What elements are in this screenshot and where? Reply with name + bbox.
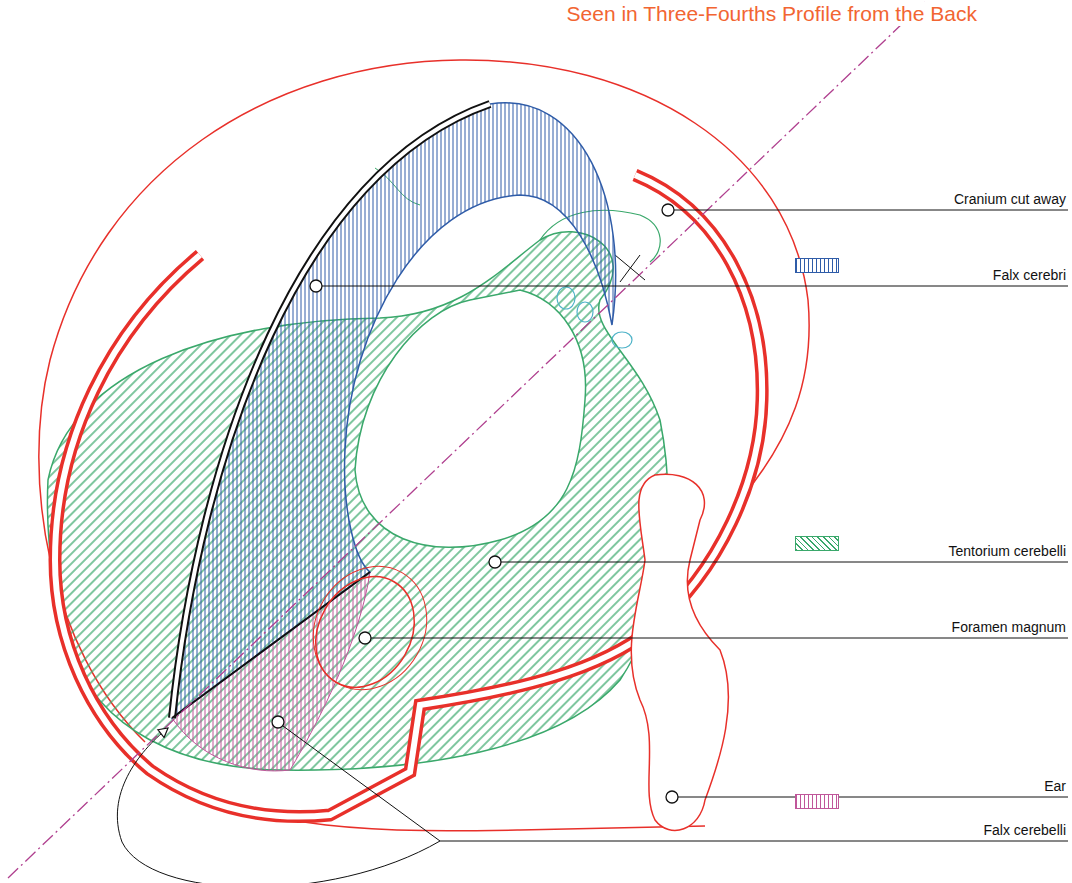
callout-dot bbox=[666, 791, 678, 803]
falx-superior-edge bbox=[172, 104, 490, 718]
part-label: Cranium cut away bbox=[954, 191, 1066, 207]
tentorium-edge bbox=[70, 650, 620, 770]
legend-label: Falx cerebelli bbox=[984, 822, 1066, 838]
clinoid-process bbox=[557, 287, 575, 309]
part-label: Ear bbox=[1044, 778, 1066, 794]
callout-dot bbox=[662, 204, 674, 216]
callout-dot bbox=[489, 556, 501, 568]
leader-line bbox=[678, 797, 1068, 798]
axis-line bbox=[8, 2, 925, 878]
legend-label: Tentorium cerebelli bbox=[949, 543, 1067, 559]
leader-line bbox=[371, 638, 1068, 639]
head-outline bbox=[150, 770, 705, 831]
leader-line bbox=[322, 286, 1068, 287]
foramen-magnum bbox=[291, 546, 449, 711]
callout-dot bbox=[359, 632, 371, 644]
legend-swatch bbox=[795, 794, 839, 809]
legend-swatch bbox=[795, 536, 839, 551]
part-label: Foramen magnum bbox=[952, 619, 1066, 635]
callout-dot bbox=[310, 280, 322, 292]
clinoid-process bbox=[577, 302, 593, 322]
leader-line bbox=[501, 562, 1068, 563]
legend-swatch bbox=[795, 258, 839, 273]
figure-title: Seen in Three-Fourths Profile from the B… bbox=[564, 2, 980, 26]
ear-outline bbox=[631, 474, 728, 830]
cross-mark bbox=[615, 255, 645, 282]
falx-superior-edge bbox=[172, 104, 490, 718]
leader-line bbox=[674, 210, 1068, 211]
callout-dot bbox=[272, 716, 284, 728]
falx-junction-line bbox=[172, 572, 370, 718]
clinoid-process bbox=[612, 332, 632, 348]
curved-arrow bbox=[117, 728, 440, 883]
legend-label: Falx cerebri bbox=[993, 267, 1066, 283]
falx-cerebri bbox=[172, 103, 616, 718]
leader-line bbox=[283, 726, 1068, 841]
